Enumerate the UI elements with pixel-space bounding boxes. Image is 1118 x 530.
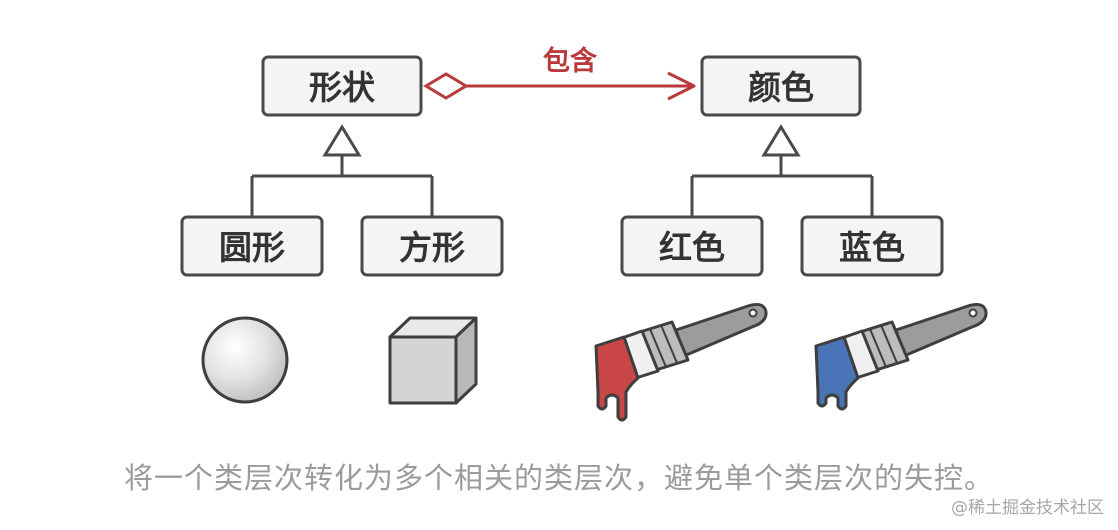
node-blue-label: 蓝色 bbox=[839, 228, 905, 267]
inheritance-triangle bbox=[322, 124, 362, 157]
composition-diamond bbox=[423, 72, 469, 100]
caption: 将一个类层次转化为多个相关的类层次，避免单个类层次的失控。 bbox=[123, 461, 994, 495]
node-shape-label: 形状 bbox=[309, 68, 376, 107]
relation-label: 包含 bbox=[543, 45, 598, 77]
arrowhead bbox=[667, 71, 696, 101]
inheritance-color bbox=[690, 124, 874, 217]
node-red-label: 红色 bbox=[659, 228, 725, 267]
node-square: 方形 bbox=[360, 215, 504, 277]
node-square-label: 方形 bbox=[399, 228, 465, 267]
node-blue: 蓝色 bbox=[800, 215, 944, 277]
cube-illustration bbox=[388, 316, 478, 405]
node-circle: 圆形 bbox=[180, 215, 324, 277]
composition-arrow bbox=[423, 71, 696, 101]
red-paint-brush bbox=[594, 303, 768, 422]
node-color: 颜色 bbox=[700, 55, 862, 117]
watermark: @稀土掘金技术社区 bbox=[951, 498, 1104, 518]
node-color-label: 颜色 bbox=[748, 68, 814, 107]
node-shape: 形状 bbox=[261, 55, 423, 117]
inheritance-triangle bbox=[761, 124, 801, 157]
node-red: 红色 bbox=[620, 215, 764, 277]
inheritance-shape bbox=[250, 124, 434, 217]
sphere-illustration bbox=[201, 316, 289, 404]
node-circle-label: 圆形 bbox=[219, 228, 285, 267]
blue-paint-brush bbox=[814, 303, 988, 411]
